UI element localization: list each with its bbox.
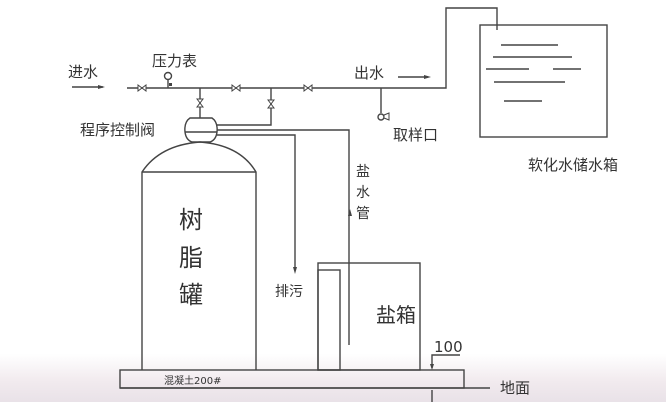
outlet-arrow — [398, 75, 431, 79]
resin-tank-label-3: 罐 — [179, 281, 203, 309]
dimension-label: 100 — [434, 338, 463, 356]
valve-icon — [196, 98, 204, 108]
inlet-label: 进水 — [68, 63, 98, 81]
storage-tank-label: 软化水储水箱 — [528, 156, 618, 174]
control-valve-label: 程序控制阀 — [80, 121, 155, 139]
ground-label: 地面 — [500, 379, 530, 397]
valve-icon — [267, 99, 275, 109]
brine-pipe-label-3: 管 — [356, 206, 370, 222]
drain-pipe — [217, 134, 296, 245]
pressure-gauge-label: 压力表 — [152, 52, 197, 70]
sampling-port-label: 取样口 — [393, 126, 438, 144]
brine-pipe-label-1: 盐 — [356, 164, 370, 180]
brine-arrow — [348, 209, 352, 216]
resin-tank-label-2: 脂 — [179, 244, 203, 272]
gate-valve-icon — [137, 84, 147, 92]
resin-tank — [141, 141, 257, 370]
concrete-base-label: 混凝土200# — [164, 374, 221, 387]
dimension-marker — [430, 354, 460, 402]
gate-valve-icon — [231, 84, 241, 92]
sampling-tap-icon — [377, 112, 390, 121]
brine-pipe — [217, 129, 350, 345]
brine-pipe-label-2: 水 — [356, 185, 370, 201]
main-pipe — [127, 7, 498, 89]
outlet-branch-pipe — [217, 88, 272, 126]
drain-label: 排污 — [275, 284, 303, 300]
inlet-arrow — [72, 85, 105, 89]
resin-tank-label-1: 树 — [179, 206, 203, 234]
outlet-label: 出水 — [354, 64, 384, 82]
control-valve-icon — [184, 117, 218, 143]
brine-well — [317, 269, 341, 371]
pressure-gauge-icon — [163, 71, 173, 88]
water-level-lines — [486, 44, 581, 102]
salt-box-label: 盐箱 — [376, 303, 416, 327]
gate-valve-icon — [303, 84, 313, 92]
storage-tank — [479, 24, 608, 138]
drain-arrow — [293, 245, 297, 274]
